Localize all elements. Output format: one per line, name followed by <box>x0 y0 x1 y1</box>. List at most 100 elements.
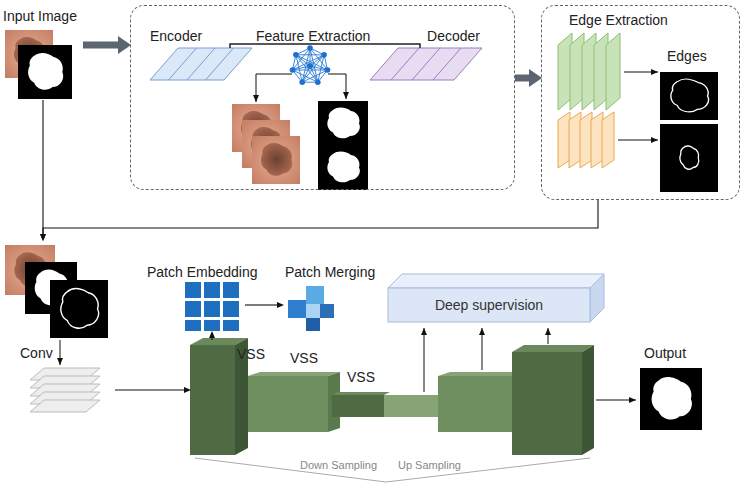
unet-blocks <box>596 400 636 401</box>
stacked-inputs <box>50 280 108 338</box>
patch-grids <box>185 301 201 317</box>
node-label: VSS <box>347 369 375 385</box>
output-mask <box>640 368 702 430</box>
edge-feature-stacks <box>660 124 718 192</box>
network-icon <box>325 67 331 73</box>
connector-arrow <box>115 389 184 390</box>
node-label: Input Image <box>3 8 77 24</box>
input-lesion-image <box>5 30 72 99</box>
output-mask <box>640 368 702 430</box>
network-icon <box>307 45 313 51</box>
patch-grids <box>288 300 306 318</box>
feature-thumbnails <box>232 101 368 190</box>
feature-thumbnails <box>318 101 368 146</box>
network-icon <box>256 74 292 102</box>
deep-supervision-block <box>388 274 604 288</box>
deep-supervision-block <box>388 274 604 322</box>
network-icon <box>307 63 313 69</box>
edge-extraction-box: Edge ExtractionEdges <box>541 5 740 200</box>
flow-arrow <box>83 42 118 49</box>
patch-grids <box>306 318 320 331</box>
unet-blocks <box>332 392 390 395</box>
unet-blocks <box>386 458 590 482</box>
edge-feature-stacks <box>624 72 658 73</box>
edge-feature-stacks <box>580 112 592 168</box>
encoder-block: Encoder <box>148 26 258 82</box>
connector-arrow <box>42 100 43 234</box>
unet-blocks <box>248 372 340 376</box>
unet-blocks <box>195 458 386 482</box>
node-label: VSS <box>237 346 265 362</box>
edge-feature-stacks <box>618 140 658 141</box>
edge-feature-stacks <box>606 33 620 110</box>
vss-block: VSS <box>248 374 340 432</box>
node-label: Decoder <box>427 28 480 44</box>
patch-grids <box>223 282 239 298</box>
vss-block: VSS <box>190 340 248 455</box>
unet-blocks <box>190 328 636 482</box>
unet-blocks <box>190 345 235 455</box>
node-label: Encoder <box>150 28 202 44</box>
node-label: Patch Embedding <box>147 264 258 280</box>
stacked-inputs <box>60 340 61 365</box>
input-lesion-image <box>18 45 72 99</box>
edge-feature-stacks <box>660 72 718 120</box>
feature-thumbnails <box>252 136 300 184</box>
encoder-decoder-shapes <box>412 48 440 80</box>
patch-grids <box>185 282 201 298</box>
output-image: Output <box>638 345 704 433</box>
deep-supervision-block <box>388 288 590 322</box>
network-icon <box>299 79 305 85</box>
patch-merging: Patch Merging <box>283 262 383 332</box>
network-icon <box>321 52 327 58</box>
stacked-inputs <box>30 400 100 412</box>
unet-blocks <box>482 328 483 370</box>
network-icon <box>328 74 346 99</box>
connector-arrow <box>245 304 277 305</box>
patch-grids <box>306 286 324 304</box>
network-icon <box>256 45 346 102</box>
patch-grids <box>204 301 220 317</box>
node-label: Edges <box>667 48 707 64</box>
connector-arrow <box>211 338 212 340</box>
encoder-decoder-shapes <box>150 48 252 80</box>
unet-blocks <box>512 352 582 455</box>
encoder-decoder-shapes <box>391 48 419 80</box>
patch-grids <box>223 320 239 331</box>
vss-block: VSS <box>332 393 390 417</box>
unet-blocks <box>512 345 594 352</box>
encoder-decoder-shapes <box>370 48 482 80</box>
encoder-decoder-shapes <box>169 48 197 80</box>
feature-extraction-box: Feature ExtractionEncoderDecoder <box>130 5 515 190</box>
encoder-decoder-shapes <box>230 44 420 48</box>
patch-grids <box>185 282 334 331</box>
unet-blocks <box>438 376 512 432</box>
patch-grids <box>204 282 220 298</box>
decoder-block: Decoder <box>370 26 482 82</box>
unet-blocks <box>424 328 425 392</box>
encoder-decoder-shapes <box>433 48 461 80</box>
edge-feature-stacks <box>602 112 614 168</box>
edge-feature-stacks <box>569 112 581 168</box>
unet-blocks <box>332 395 384 417</box>
patch-grids <box>223 301 239 317</box>
node-label: Deep supervision <box>388 297 590 313</box>
network-icon <box>315 79 321 85</box>
node-label: VSS <box>290 350 318 366</box>
unet-blocks <box>582 345 594 455</box>
edge-feature-stacks <box>591 112 603 168</box>
flow-arrow <box>515 75 529 82</box>
stacked-inputs <box>5 245 108 412</box>
patch-grids <box>204 320 220 331</box>
sampling-label: Down Sampling <box>300 459 377 472</box>
patch-grids <box>306 304 320 318</box>
feature-thumbnails <box>318 145 368 190</box>
connector-arrow <box>43 200 598 234</box>
unet-blocks <box>438 372 524 376</box>
network-icon <box>293 52 299 58</box>
edges-result: Edges <box>655 48 725 195</box>
sampling-label: Up Sampling <box>398 459 461 472</box>
